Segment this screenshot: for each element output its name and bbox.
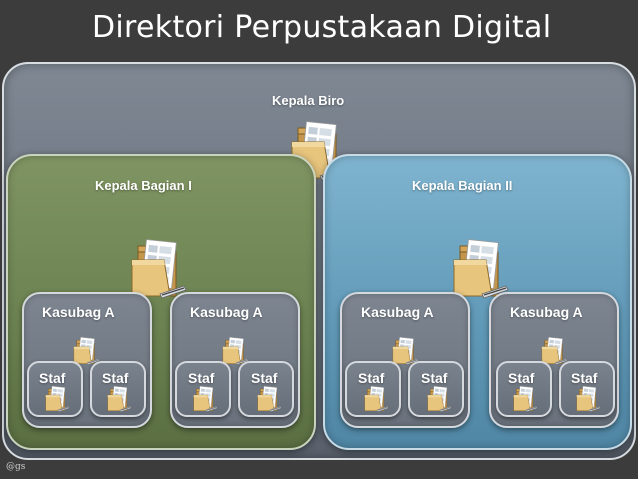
kasubag-label: Kasubag A bbox=[361, 304, 434, 320]
folder-icon bbox=[450, 238, 510, 300]
folder-icon bbox=[575, 385, 601, 413]
folder-icon bbox=[106, 385, 132, 413]
kasubag-label: Kasubag A bbox=[190, 304, 263, 320]
staf-box bbox=[559, 361, 615, 417]
kepala-bagian-2-label: Kepala Bagian II bbox=[412, 178, 513, 193]
kepala-bagian-1-label: Kepala Bagian I bbox=[95, 178, 192, 193]
folder-icon bbox=[363, 385, 389, 413]
staf-label: Staf bbox=[188, 370, 215, 386]
folder-icon bbox=[426, 385, 452, 413]
folder-icon bbox=[44, 385, 70, 413]
staf-label: Staf bbox=[358, 370, 385, 386]
folder-icon bbox=[256, 385, 282, 413]
folder-icon bbox=[512, 385, 538, 413]
staf-label: Staf bbox=[571, 370, 598, 386]
staf-label: Staf bbox=[251, 370, 278, 386]
folder-icon bbox=[128, 238, 188, 300]
kasubag-label: Kasubag A bbox=[510, 304, 583, 320]
staf-label: Staf bbox=[39, 370, 66, 386]
kasubag-label: Kasubag A bbox=[42, 304, 115, 320]
page-title: Direktori Perpustakaan Digital bbox=[92, 10, 552, 45]
staf-label: Staf bbox=[421, 370, 448, 386]
folder-icon bbox=[192, 385, 218, 413]
footer-mark: @gs bbox=[6, 462, 26, 472]
kepala-biro-label: Kepala Biro bbox=[272, 93, 345, 108]
staf-label: Staf bbox=[508, 370, 535, 386]
staf-label: Staf bbox=[102, 370, 129, 386]
